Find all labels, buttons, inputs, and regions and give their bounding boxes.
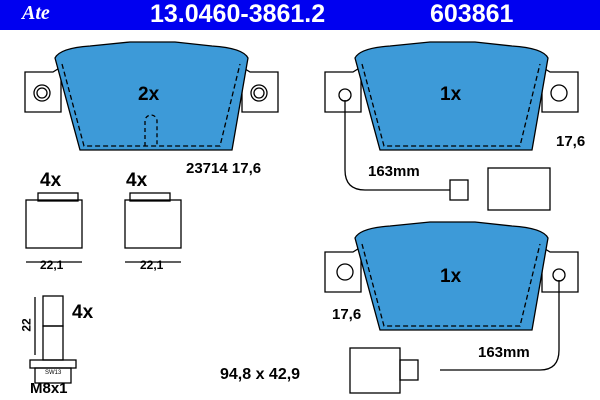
pad-dimensions: 94,8 x 42,9 xyxy=(220,366,301,383)
clip-2-width: 22,1 xyxy=(140,258,164,272)
pad-3-qty: 1x xyxy=(440,266,462,287)
clip-1 xyxy=(25,192,83,263)
bolt-qty: 4x xyxy=(72,302,94,323)
bolt-wrench: SW13 xyxy=(45,370,62,376)
short-number: 603861 xyxy=(430,0,514,28)
pad-2-qty: 1x xyxy=(440,84,462,105)
clip-2 xyxy=(124,192,182,263)
bolt xyxy=(29,295,77,384)
brake-pad-3 xyxy=(324,221,579,394)
clip-2-qty: 4x xyxy=(126,170,148,191)
clip-1-qty: 4x xyxy=(40,170,62,191)
pad-2-thickness: 17,6 xyxy=(556,133,586,150)
brake-pad-1 xyxy=(24,41,279,151)
part-number: 13.0460-3861.2 xyxy=(150,0,326,28)
brake-pad-2 xyxy=(324,41,579,211)
pad-3-thickness: 17,6 xyxy=(332,306,362,323)
pad-3-wire: 163mm xyxy=(478,344,530,361)
pad-1-qty: 2x xyxy=(138,84,160,105)
pad-2-wire: 163mm xyxy=(368,163,420,180)
header-bar xyxy=(0,0,600,30)
bolt-length: 22 xyxy=(19,318,34,332)
bolt-thread: M8x1 xyxy=(30,380,68,397)
clip-1-width: 22,1 xyxy=(40,258,64,272)
brand-logo: Ate xyxy=(22,2,50,24)
pad-1-code: 23714 17,6 xyxy=(186,160,262,177)
